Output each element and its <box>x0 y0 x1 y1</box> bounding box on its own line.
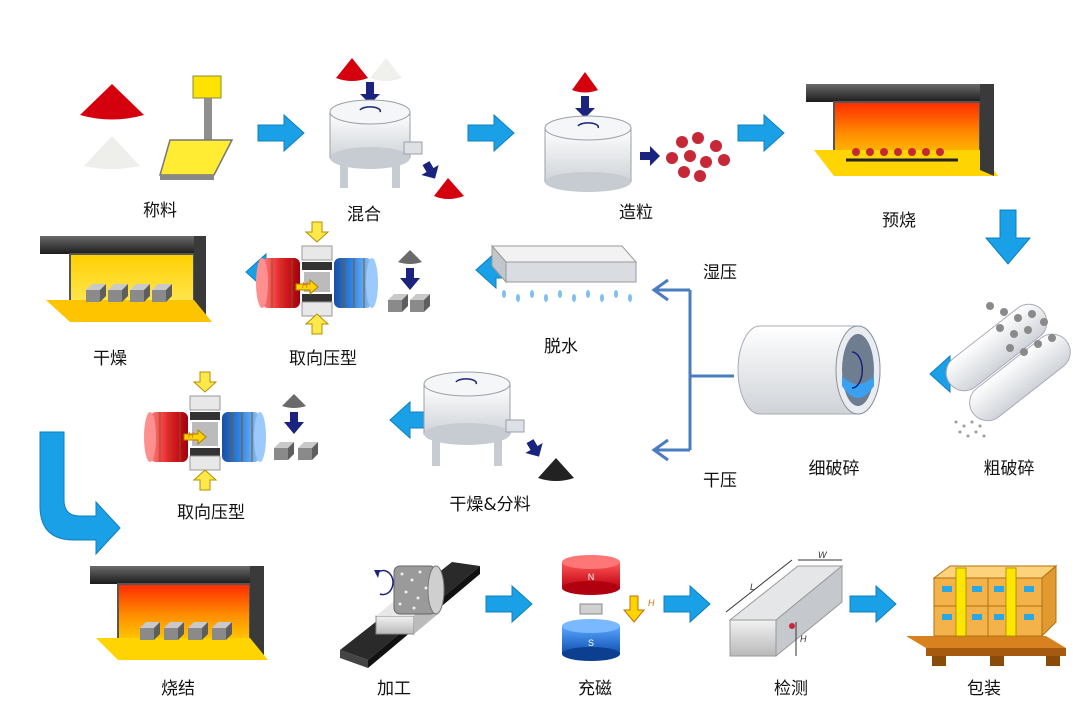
white-powder-pile <box>84 136 140 169</box>
arrow-press-to-sinter <box>39 431 121 556</box>
press-feed-wet <box>388 250 430 312</box>
red-powder-pile <box>80 84 144 120</box>
magnetizing-station <box>562 555 646 661</box>
label-machining: 加工 <box>377 679 411 699</box>
label-sintering: 烧结 <box>161 679 195 699</box>
pellets <box>666 132 730 182</box>
mixing-station <box>329 58 464 199</box>
label-dewatering: 脱水 <box>544 337 578 357</box>
press-feed-dry <box>274 394 318 460</box>
field-label-dry: H <box>188 431 194 440</box>
label-magnetizing: 充磁 <box>578 679 612 699</box>
granulating-station <box>544 72 730 192</box>
label-weighing: 称料 <box>143 201 177 221</box>
label-inspection: 检测 <box>774 679 808 699</box>
arrow-machine-to-magnetize <box>485 585 533 623</box>
fine-crusher-mill <box>737 325 881 415</box>
dim-w-label: W <box>818 550 828 560</box>
arrow-magnetize-to-inspect <box>663 585 711 623</box>
dim-h-label: H <box>800 634 807 644</box>
drying-oven <box>40 236 212 322</box>
presintering-furnace <box>806 84 998 176</box>
label-presintering: 预烧 <box>882 211 916 231</box>
rotation-icon <box>375 569 394 596</box>
machining-station <box>340 562 480 668</box>
field-label-wet: H <box>302 281 308 290</box>
feed-arrow-icon <box>360 82 380 104</box>
scale-post <box>204 98 212 144</box>
inspection-station <box>725 559 844 658</box>
rotation-icon <box>359 106 382 113</box>
arrow-inspect-to-pack <box>849 585 897 623</box>
scale-display <box>192 75 222 99</box>
label-drying-sorting: 干燥&分料 <box>449 495 531 515</box>
weighing-station <box>80 75 234 180</box>
sintering-furnace <box>90 566 268 660</box>
label-mixing: 混合 <box>347 205 381 225</box>
field-label: H <box>648 598 655 608</box>
arrow-granulate-to-presinter <box>737 114 785 152</box>
north-pole-label: N <box>588 572 595 582</box>
label-granulating: 造粒 <box>619 203 653 223</box>
arrow-mix-to-granulate <box>467 114 515 152</box>
arrow-presinter-to-coarse <box>984 209 1032 265</box>
drying-sorting-station <box>423 371 574 481</box>
label-oriented-pressing-dry: 取向压型 <box>177 503 245 523</box>
coarse-crusher <box>945 302 1071 438</box>
oriented-press-wet <box>256 221 378 335</box>
flow-arrows <box>39 114 1032 623</box>
scale-platform <box>159 139 234 176</box>
label-oriented-pressing-wet: 取向压型 <box>289 349 357 369</box>
dim-l-label: L <box>750 582 755 592</box>
label-wet-pressing: 湿压 <box>703 263 737 283</box>
branch-connector <box>651 278 734 462</box>
oriented-press-dry <box>144 371 266 491</box>
label-drying: 干燥 <box>93 349 127 369</box>
label-packaging: 包装 <box>967 679 1001 699</box>
label-coarse-crushing: 粗破碎 <box>983 459 1035 479</box>
dewatering-tray <box>490 244 638 302</box>
south-pole-label: S <box>588 638 594 648</box>
label-dry-pressing: 干压 <box>703 471 737 491</box>
label-fine-crushing: 细破碎 <box>808 459 860 479</box>
arrow-weigh-to-mix <box>257 114 305 152</box>
packaging-pallet <box>906 564 1066 666</box>
